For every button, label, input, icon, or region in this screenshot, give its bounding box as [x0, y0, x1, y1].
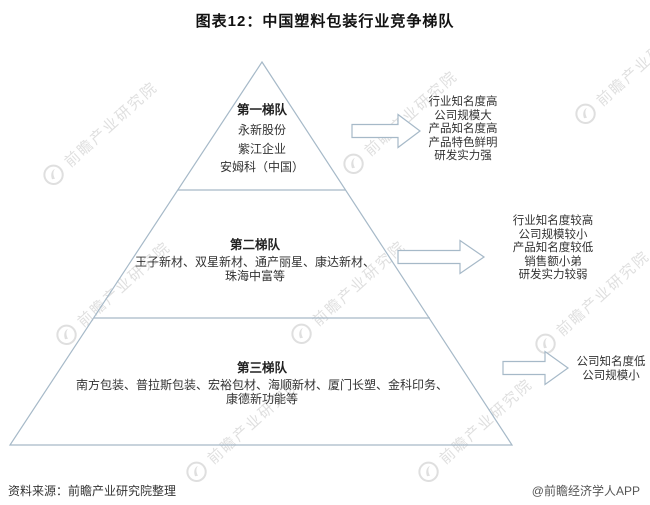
watermark: 前瞻产业研究院 — [181, 373, 305, 488]
tier1-company: 安姆科（中国） — [219, 160, 305, 174]
page-title: 图表12：中国塑料包装行业竞争梯队 — [195, 13, 455, 30]
tier1-arrow-right-icon — [351, 113, 421, 149]
watermark: 前瞻产业研究院 — [570, 15, 650, 130]
qianzhan-logo-icon — [43, 164, 64, 186]
watermark: 前瞻产业研究院 — [38, 76, 162, 191]
tier3-description-line: 公司知名度低 — [576, 356, 646, 368]
tier3-label: 第三梯队 — [236, 361, 287, 375]
tier1-description-line: 产品特色鲜明 — [428, 136, 498, 149]
tier3-description: 公司知名度低 公司规模小 — [577, 356, 646, 383]
tier2-block: 第二梯队 王子新材、双星新材、通产丽星、康达新材、珠海中富等 — [132, 234, 378, 283]
tier2-description-line: 研发实力较弱 — [518, 269, 588, 281]
pyramid-outline — [8, 60, 514, 446]
qianzhan-logo-icon — [575, 103, 596, 125]
tier1-company: 紫江企业 — [237, 141, 287, 156]
tier2-description-line: 销售额小弟 — [524, 255, 582, 268]
qianzhan-logo-icon — [56, 324, 77, 346]
tier3-arrow-right-icon — [502, 350, 570, 386]
tier1-company: 永新股份 — [237, 123, 287, 137]
tier1-block: 第一梯队 永新股份 紫江企业 安姆科（中国） — [220, 99, 304, 177]
tier1-description-line: 产品知名度高 — [428, 123, 498, 135]
qianzhan-logo-icon — [418, 461, 439, 483]
watermark: 前瞻产业研究院 — [338, 65, 462, 180]
tier3-companies: 南方包装、普拉斯包装、宏裕包材、海顺新材、厦门长塑、金科印务、康德新功能等 — [75, 378, 448, 406]
tier1-description-line: 行业知名度高 — [428, 96, 498, 108]
tier3-block: 第三梯队 南方包装、普拉斯包装、宏裕包材、海顺新材、厦门长塑、金科印务、康德新功… — [72, 357, 452, 406]
tier2-description-line: 公司规模较小 — [518, 228, 588, 241]
credit-note: @前瞻经济学人APP — [531, 484, 640, 498]
tier1-description: 行业知名度高 公司规模大 产品知名度高 产品特色鲜明 研发实力强 — [429, 96, 498, 164]
watermark: 前瞻产业研究院 — [413, 373, 537, 488]
tier1-description-line: 研发实力强 — [434, 150, 492, 162]
tier2-description-line: 行业知名度较高 — [512, 215, 594, 227]
qianzhan-logo-icon — [343, 153, 364, 175]
tier3-description-line: 公司规模小 — [582, 369, 640, 382]
tier2-arrow-right-icon — [397, 239, 486, 275]
watermark: 前瞻产业研究院 — [286, 235, 410, 350]
tier2-companies: 王子新材、双星新材、通产丽星、康达新材、珠海中富等 — [134, 255, 375, 283]
tier2-label: 第二梯队 — [229, 238, 280, 252]
qianzhan-logo-icon — [535, 333, 556, 355]
tier2-description-line: 产品知名度较低 — [512, 242, 594, 254]
tier1-label: 第一梯队 — [236, 103, 288, 117]
qianzhan-logo-icon — [291, 323, 312, 345]
watermark: 前瞻产业研究院 — [51, 236, 175, 351]
qianzhan-logo-icon — [186, 461, 207, 483]
tier2-description: 行业知名度较高 公司规模较小 产品知名度较低 销售额小弟 研发实力较弱 — [513, 215, 594, 283]
source-note: 资料来源：前瞻产业研究院整理 — [8, 484, 177, 498]
tier1-description-line: 公司规模大 — [434, 109, 492, 122]
watermark: 前瞻产业研究院 — [530, 245, 650, 360]
